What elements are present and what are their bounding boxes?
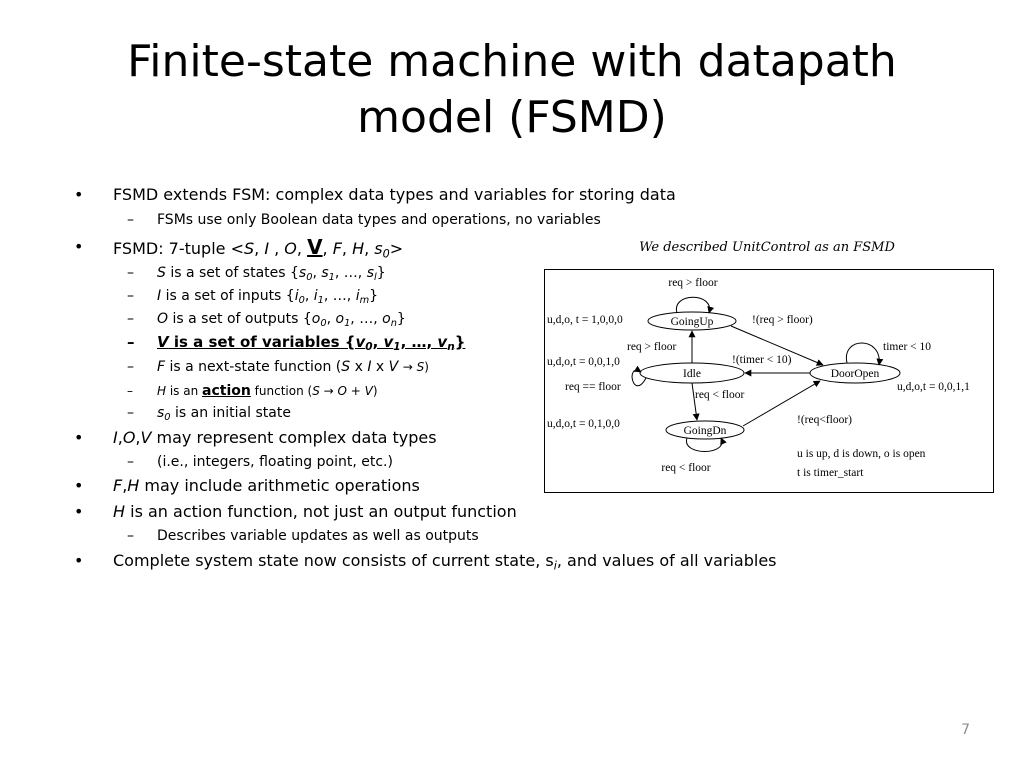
loop-going-dn	[686, 437, 727, 452]
slide-title: Finite-state machine with datapath model…	[40, 34, 984, 146]
label-req-lt-floor-mid: req < floor	[695, 389, 744, 401]
slide-title-line2: model (FSMD)	[357, 92, 667, 143]
bullet-arithmetic: F,H may include arithmetic operations	[74, 476, 420, 496]
label-req-eq-floor: req == floor	[565, 381, 621, 393]
label-not-req-lt-floor: !(req<floor)	[797, 414, 852, 426]
slide-title-line1: Finite-state machine with datapath	[127, 36, 897, 87]
edge-idle-to-going-dn	[691, 382, 700, 421]
bullet-system-state: Complete system state now consists of cu…	[74, 551, 776, 571]
state-idle-label: Idle	[683, 368, 701, 380]
state-going-dn-label: GoingDn	[684, 425, 727, 437]
bullet-fsmd-extends: FSMD extends FSM: complex data types and…	[74, 185, 676, 205]
label-req-gt-floor-top: req > floor	[668, 277, 717, 289]
diagram-caption: We described UnitControl as an FSMD	[639, 240, 895, 255]
fsmd-diagram: GoingUp Idle DoorOpen GoingDn req > floo…	[544, 269, 994, 493]
subbullet-next-state: F is a next-state function (S x I x V → …	[127, 358, 429, 376]
label-out-going-up: u,d,o, t = 1,0,0,0	[547, 314, 623, 326]
subbullet-initial-state: s0 is an initial state	[127, 404, 291, 422]
label-req-gt-floor-mid: req > floor	[627, 341, 676, 353]
subbullet-inputs: I is a set of inputs {i0, i1, …, im}	[127, 287, 378, 305]
subbullet-variables: V is a set of variables {v0, v1, …, vn}	[127, 333, 465, 352]
fsmd-diagram-svg: GoingUp Idle DoorOpen GoingDn req > floo…	[547, 277, 970, 479]
state-going-up-label: GoingUp	[671, 316, 714, 328]
page-number: 7	[961, 722, 970, 738]
label-out-going-dn: u,d,o,t = 0,1,0,0	[547, 418, 620, 430]
loop-going-up	[676, 296, 715, 314]
subbullet-updates: Describes variable updates as well as ou…	[127, 527, 479, 545]
state-going-dn	[665, 420, 745, 440]
state-going-up	[647, 311, 737, 331]
bullet-fsmd-tuple: FSMD: 7-tuple <S, I , O, V, F, H, s0>	[74, 237, 403, 259]
label-not-req-gt-floor: !(req > floor)	[752, 314, 813, 326]
subbullet-integers: (i.e., integers, floating point, etc.)	[127, 453, 393, 471]
label-not-timer: !(timer < 10)	[732, 354, 792, 366]
bullet-action-function: H is an action function, not just an out…	[74, 502, 517, 522]
edge-going-up-to-door-open	[730, 325, 824, 366]
label-out-idle: u,d,o,t = 0,0,1,0	[547, 356, 620, 368]
loop-idle	[631, 365, 647, 387]
subbullet-states: S is a set of states {s0, s1, …, sl}	[127, 264, 386, 282]
label-timer-lt-10: timer < 10	[883, 341, 931, 353]
legend-line1: u is up, d is down, o is open	[797, 448, 926, 460]
loop-door-open	[846, 342, 884, 366]
subbullet-action: H is an action function (S → O + V)	[127, 382, 378, 400]
bullet-complex-types: I,O,V may represent complex data types	[74, 428, 437, 448]
state-door-open-label: DoorOpen	[831, 368, 880, 380]
subbullet-fsm-boolean: FSMs use only Boolean data types and ope…	[127, 211, 601, 229]
legend-line2: t is timer_start	[797, 467, 864, 479]
subbullet-outputs: O is a set of outputs {o0, o1, …, on}	[127, 310, 406, 328]
label-req-lt-floor-bottom: req < floor	[661, 462, 710, 474]
edge-going-dn-to-door-open	[742, 380, 821, 427]
label-out-door-open: u,d,o,t = 0,0,1,1	[897, 381, 970, 393]
